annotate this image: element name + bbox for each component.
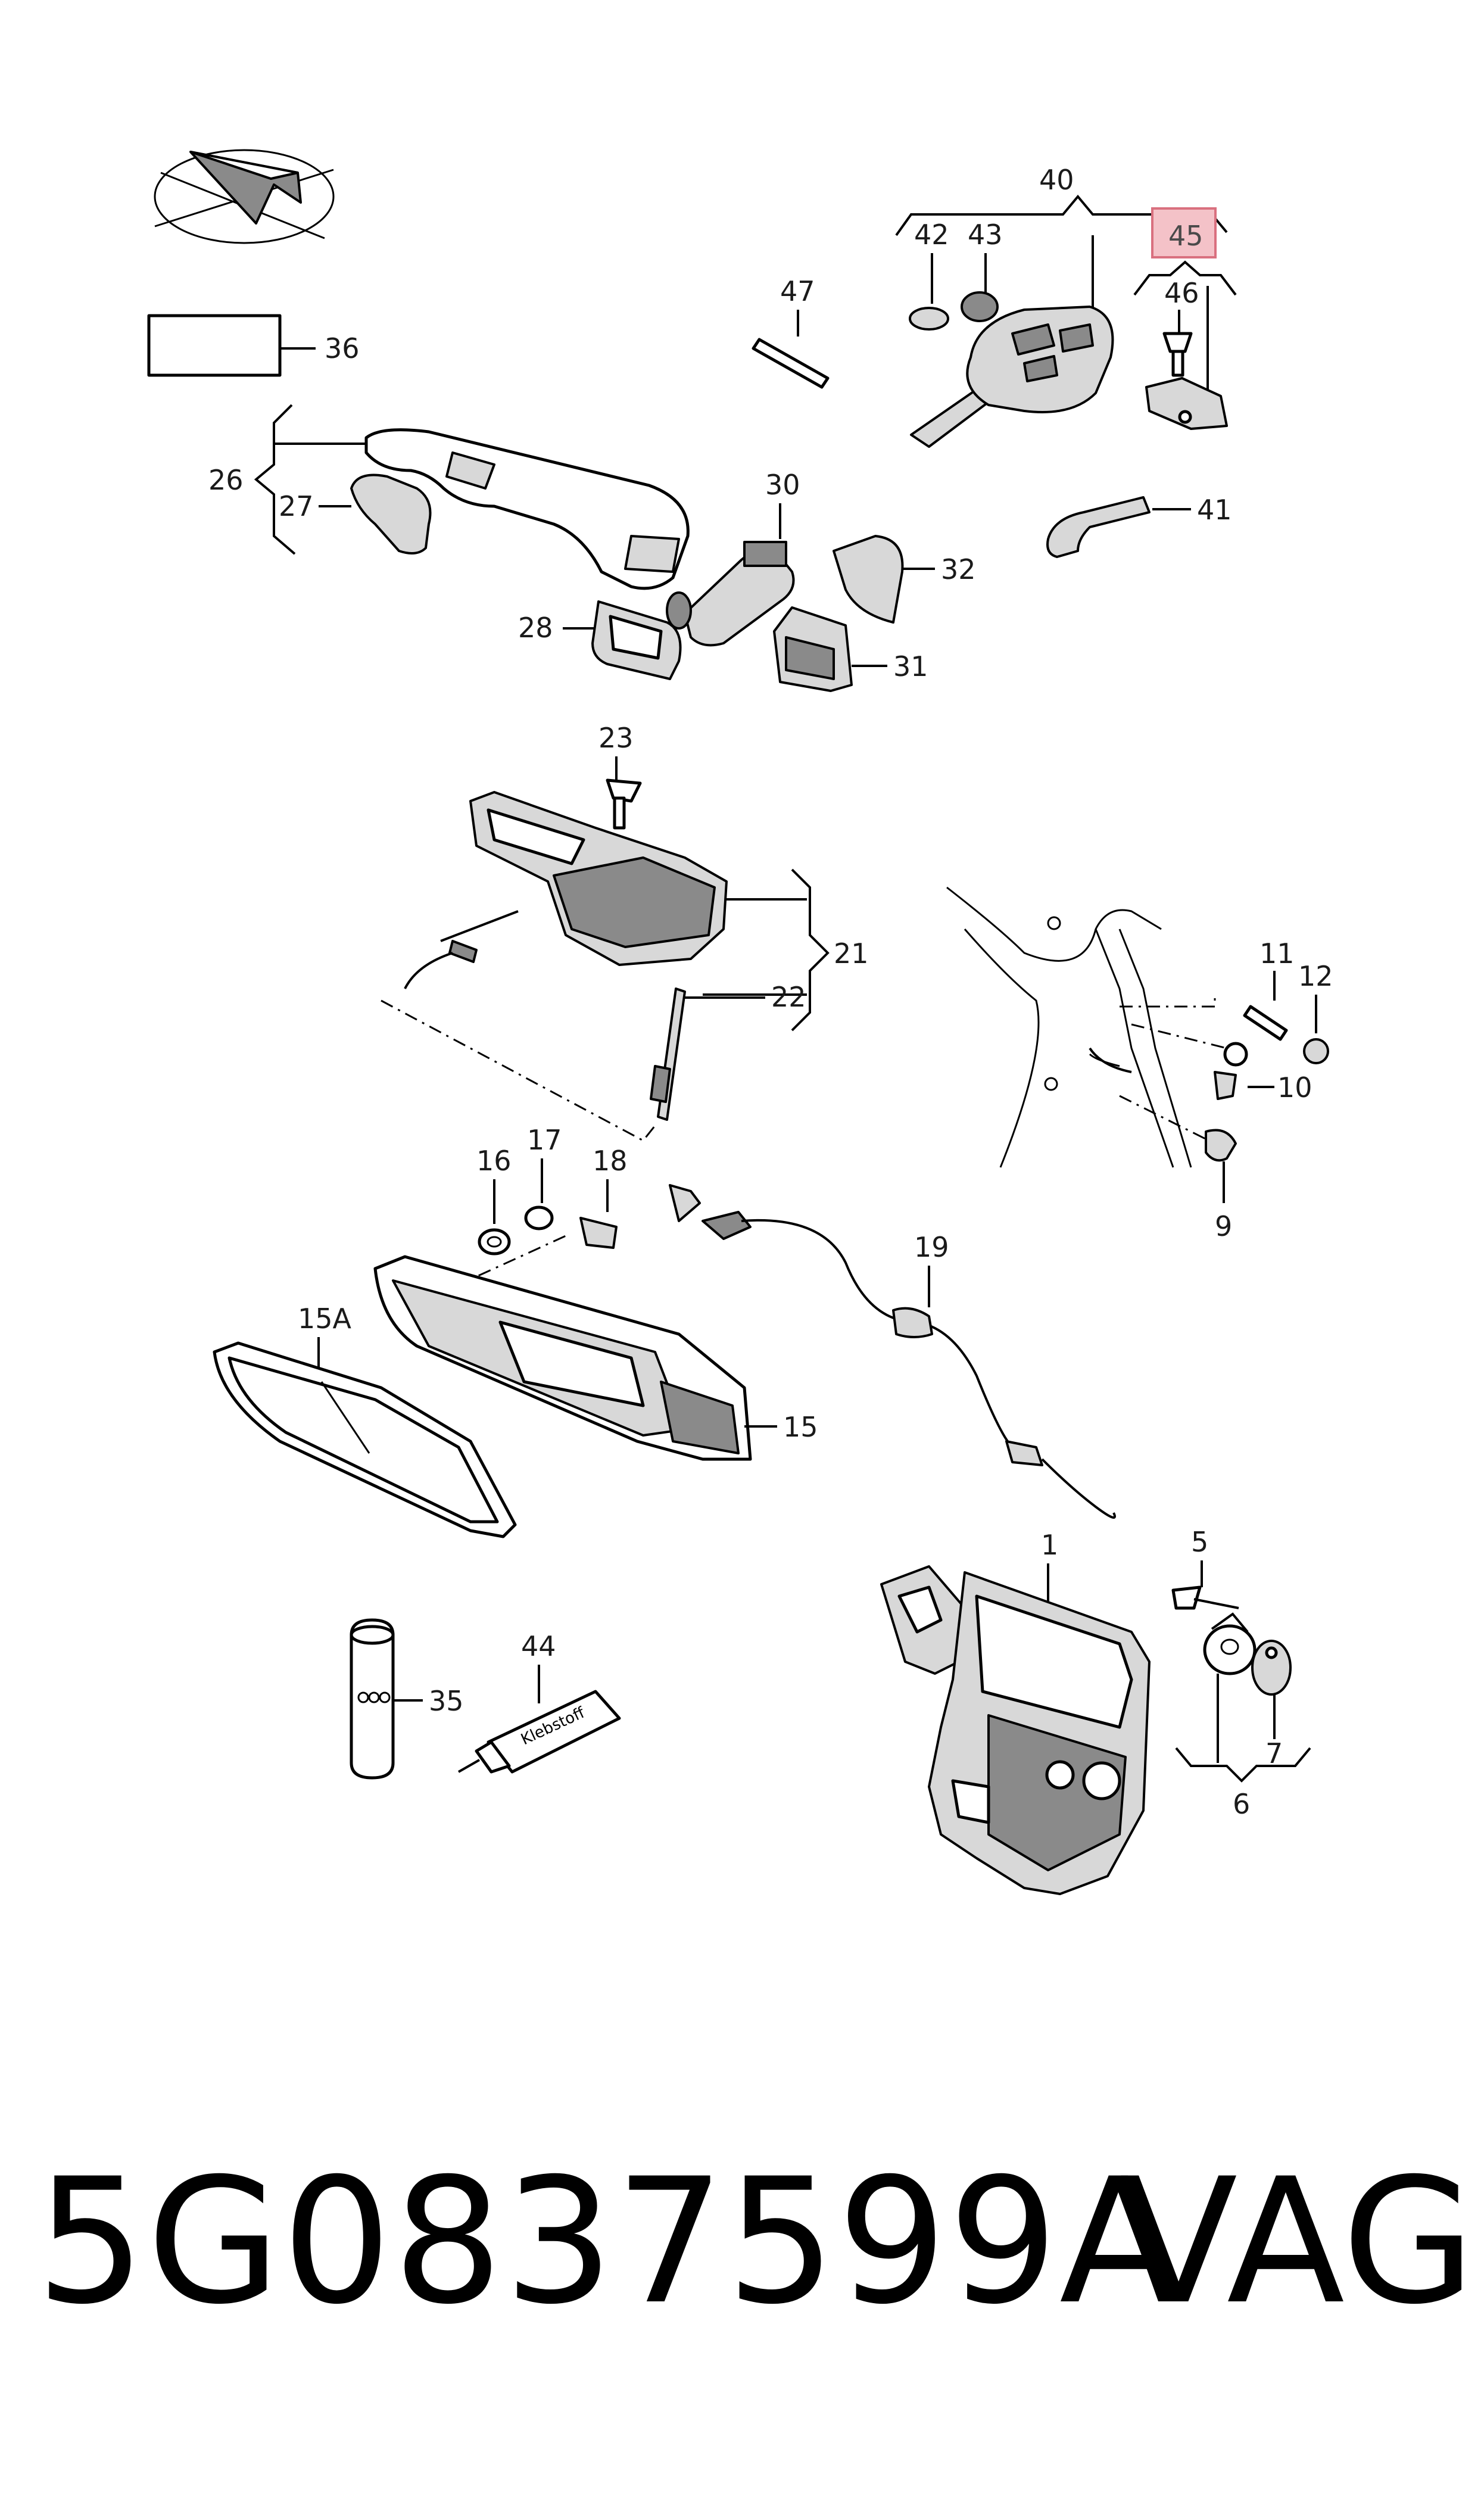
door-panel-detail: 11 12 10 9 xyxy=(946,886,1333,1242)
callout-5: 5 xyxy=(1191,1526,1208,1558)
part-6-striker: 5 7 6 xyxy=(1171,1526,1311,1820)
callout-21: 21 xyxy=(834,937,869,970)
callout-43: 43 xyxy=(968,219,1003,251)
key-group-40: 40 42 43 xyxy=(895,164,1228,448)
callout-11: 11 xyxy=(1259,937,1295,970)
callout-26: 26 xyxy=(208,464,244,496)
parts-16-17-18: 16 17 18 xyxy=(428,1124,628,1300)
callout-35: 35 xyxy=(429,1685,464,1717)
callout-9: 9 xyxy=(1215,1210,1232,1242)
callout-22: 22 xyxy=(771,981,806,1013)
callout-18: 18 xyxy=(593,1145,628,1177)
part-47-pin: 47 xyxy=(752,275,830,389)
callout-31: 31 xyxy=(893,650,928,683)
callout-10: 10 xyxy=(1277,1071,1312,1104)
callout-47: 47 xyxy=(780,275,815,307)
part-35-can: 35 xyxy=(350,1618,464,1780)
callout-45: 45 xyxy=(1168,220,1204,252)
part-41-emergency-key: 41 xyxy=(1046,494,1232,558)
callout-44: 44 xyxy=(521,1630,556,1662)
callout-41: 41 xyxy=(1197,494,1232,526)
callout-7: 7 xyxy=(1265,1737,1283,1769)
callout-15A: 15A xyxy=(298,1303,352,1335)
callout-17: 17 xyxy=(527,1124,562,1156)
callout-23: 23 xyxy=(598,722,634,754)
part-30-lock-cylinder: 30 xyxy=(666,469,800,647)
battery-42-icon xyxy=(909,307,949,331)
callout-28: 28 xyxy=(518,612,553,644)
highlight-45[interactable] xyxy=(1151,207,1217,258)
callout-36: 36 xyxy=(325,332,360,364)
callout-1: 1 xyxy=(1041,1529,1058,1561)
part-21-handle-carrier: 23 21 xyxy=(469,722,869,1032)
part-28-gasket: 28 xyxy=(518,600,682,680)
part-32-cap: 32 xyxy=(833,535,976,624)
part-44-tube: 44 Klebstoff xyxy=(458,1630,621,1774)
remote-key-icon xyxy=(910,306,1114,448)
part-number: 5G0837599A xyxy=(36,2142,1179,2342)
outer-handle xyxy=(364,428,690,590)
part-36-label: 36 xyxy=(147,314,360,377)
gasket-27 xyxy=(350,473,432,554)
part-19-cable: 19 xyxy=(669,1184,1116,1519)
callout-12: 12 xyxy=(1298,960,1333,992)
part-26-handle-group: 26 27 xyxy=(208,404,690,590)
callout-32: 32 xyxy=(941,553,976,585)
brand-name: VAG xyxy=(1120,2142,1476,2342)
callout-42: 42 xyxy=(914,219,949,251)
part-31-cover: 31 xyxy=(773,606,928,692)
callout-16: 16 xyxy=(476,1145,512,1177)
callout-27: 27 xyxy=(279,490,314,522)
part-15-interior-handle: 15 15A xyxy=(213,1255,818,1538)
callout-6: 6 xyxy=(1233,1788,1250,1820)
callout-15: 15 xyxy=(783,1411,818,1443)
part-1-door-lock: 1 xyxy=(880,1529,1151,1895)
callout-30: 30 xyxy=(765,469,800,501)
part-45-group: 45 46 xyxy=(1133,207,1237,430)
callout-46: 46 xyxy=(1164,277,1199,309)
badge-43-icon xyxy=(961,291,999,322)
callout-40: 40 xyxy=(1039,164,1074,196)
callout-19: 19 xyxy=(914,1231,949,1263)
direction-arrow-icon xyxy=(154,149,335,244)
part-22-rod: 22 xyxy=(381,910,806,1142)
